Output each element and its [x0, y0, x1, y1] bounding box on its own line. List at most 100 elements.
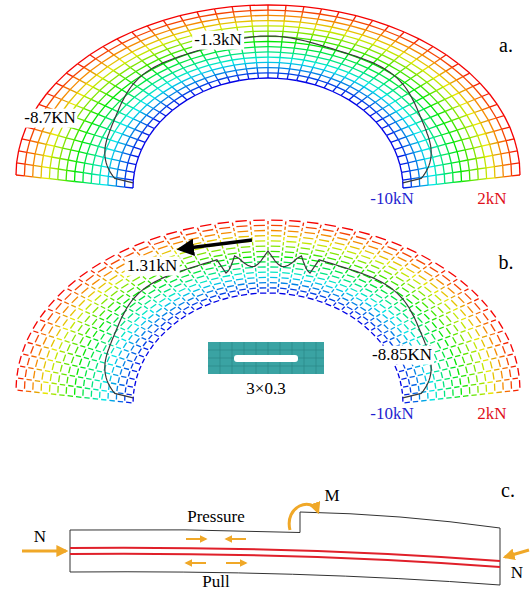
mesh-line: [253, 30, 268, 32]
mesh-line: [113, 63, 125, 70]
mesh-line: [164, 308, 168, 311]
mesh-line: [282, 42, 296, 43]
mesh-line: [378, 84, 384, 88]
mesh-line: [488, 392, 493, 394]
mesh-line: [128, 386, 133, 387]
mesh-line: [403, 186, 411, 188]
mesh-line: [494, 131, 498, 142]
mesh-line: [84, 357, 89, 358]
mesh-line: [331, 74, 335, 79]
mesh-line: [471, 394, 476, 396]
mesh-line: [278, 63, 280, 68]
mesh-line: [495, 345, 500, 346]
mesh-line: [345, 77, 355, 82]
mesh-line: [465, 148, 473, 150]
mesh-line: [254, 42, 256, 47]
mesh-line: [37, 369, 42, 371]
mesh-line: [232, 296, 238, 297]
mesh-line: [110, 298, 114, 300]
mesh-line: [181, 232, 183, 235]
mesh-line: [327, 37, 341, 40]
mesh-line: [369, 20, 373, 25]
mesh-line: [347, 31, 362, 35]
mesh-line: [311, 72, 321, 75]
mesh-line: [509, 151, 517, 153]
mesh-line: [398, 157, 400, 165]
mesh-line: [167, 21, 183, 26]
mesh-line: [100, 126, 108, 129]
mesh-line: [130, 155, 138, 157]
mesh-line: [243, 52, 256, 53]
mesh-line: [38, 143, 46, 145]
mesh-line: [327, 276, 329, 279]
mesh-line: [202, 289, 204, 292]
mesh-line: [115, 123, 120, 131]
mesh-line: [349, 100, 357, 105]
mesh-line: [328, 294, 330, 297]
mesh-line: [191, 55, 203, 59]
mesh-line: [54, 97, 61, 100]
mesh-line: [324, 65, 327, 70]
mesh-line: [245, 64, 246, 69]
mesh-line: [373, 20, 389, 25]
mesh-line: [207, 276, 209, 279]
mesh-line: [438, 99, 445, 102]
mesh-line: [418, 168, 426, 170]
mesh-line: [174, 321, 179, 325]
mesh-line: [490, 104, 498, 107]
mesh-line: [191, 59, 195, 64]
mesh-line: [407, 368, 412, 369]
mesh-line: [128, 94, 134, 98]
mesh-line: [101, 342, 106, 344]
mesh-line: [341, 91, 346, 96]
mesh-line: [243, 53, 244, 58]
mesh-line: [136, 345, 141, 347]
mesh-line: [35, 143, 38, 154]
mesh-line: [163, 87, 172, 93]
mesh-line: [390, 277, 393, 280]
mesh-line: [153, 119, 160, 123]
mesh-line: [188, 270, 190, 273]
mesh-line: [510, 127, 514, 139]
mesh-line: [122, 37, 136, 44]
mesh-line: [201, 299, 207, 301]
mesh-line: [292, 53, 293, 58]
mesh-line: [402, 171, 410, 173]
mesh-line: [177, 36, 191, 40]
mesh-line: [17, 163, 25, 164]
mesh-line: [26, 127, 34, 129]
mesh-line: [358, 321, 363, 325]
mesh-line: [455, 355, 460, 356]
mesh-line: [268, 15, 285, 17]
mesh-line: [214, 7, 232, 9]
mesh-line: [64, 363, 69, 364]
mesh-line: [90, 47, 103, 55]
mesh-line: [167, 25, 171, 30]
mesh-line: [469, 374, 474, 375]
mesh-line: [417, 55, 423, 59]
mesh-line: [396, 313, 400, 315]
mesh-line: [127, 360, 132, 362]
mesh-line: [145, 40, 159, 46]
mesh-line: [122, 339, 127, 341]
mesh-line: [100, 318, 105, 320]
mesh-line: [471, 384, 476, 386]
mesh-line: [304, 55, 306, 60]
mesh-line: [436, 380, 441, 381]
mesh-line: [406, 153, 414, 155]
mesh-line: [490, 144, 493, 155]
mesh-line: [102, 129, 107, 138]
mesh-line: [387, 135, 391, 142]
mesh-line: [135, 381, 136, 386]
mesh-line: [382, 310, 386, 313]
mesh-line: [315, 24, 317, 29]
mesh-line: [139, 366, 141, 371]
mesh-line: [390, 317, 394, 319]
mesh-line: [289, 294, 295, 296]
mesh-line: [457, 150, 465, 152]
mesh-line: [396, 119, 403, 122]
mesh-line: [110, 159, 112, 168]
mesh-line: [409, 123, 416, 126]
mesh-line: [95, 126, 100, 135]
mesh-line: [415, 255, 418, 258]
